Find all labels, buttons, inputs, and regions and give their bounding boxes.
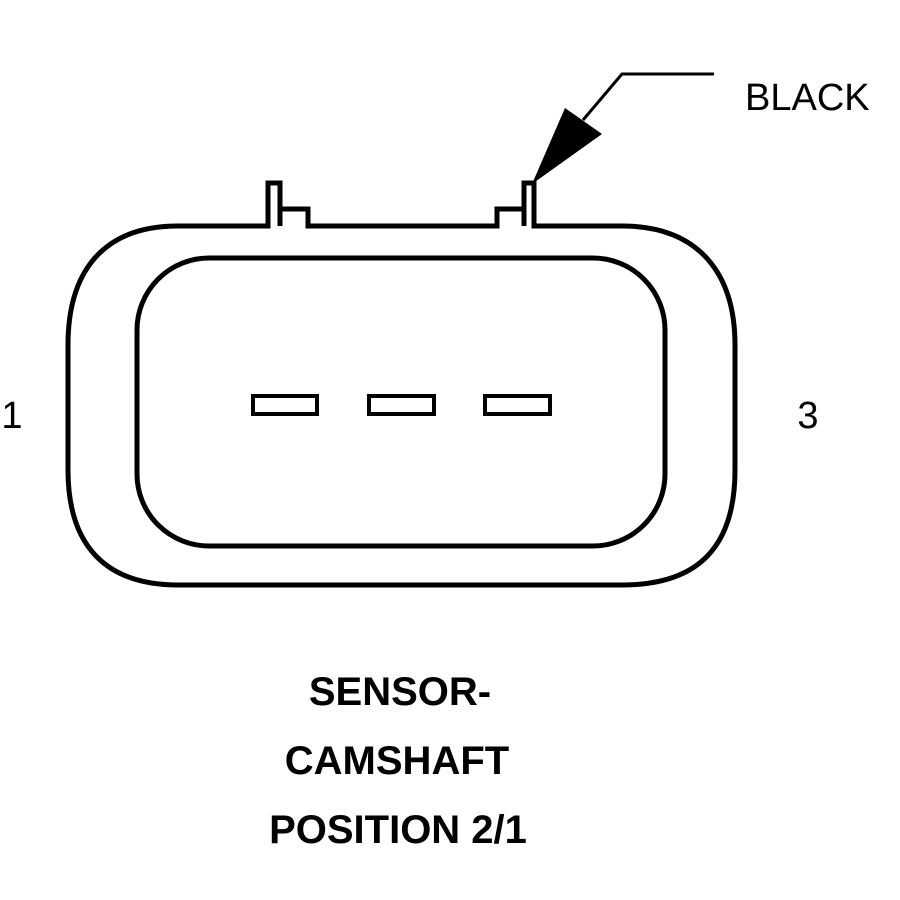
leader-line	[581, 72, 714, 121]
connector-outer-shell	[65, 180, 738, 588]
terminal-pin-3	[483, 394, 552, 416]
title-line-1: SENSOR-	[309, 670, 491, 714]
leader-arrow-icon	[532, 108, 602, 184]
title-line-2: CAMSHAFT	[285, 739, 509, 783]
connector-inner-cavity	[134, 255, 668, 549]
latch-tab-right	[494, 180, 537, 226]
pin-label-right: 3	[797, 395, 818, 437]
pin-label-left: 1	[1, 395, 22, 437]
terminal-pin-1	[251, 394, 319, 416]
wire-color-label: BLACK	[745, 77, 870, 119]
terminal-pin-2	[367, 394, 436, 416]
latch-tab-left	[265, 180, 311, 226]
title-line-3: POSITION 2/1	[269, 808, 527, 852]
